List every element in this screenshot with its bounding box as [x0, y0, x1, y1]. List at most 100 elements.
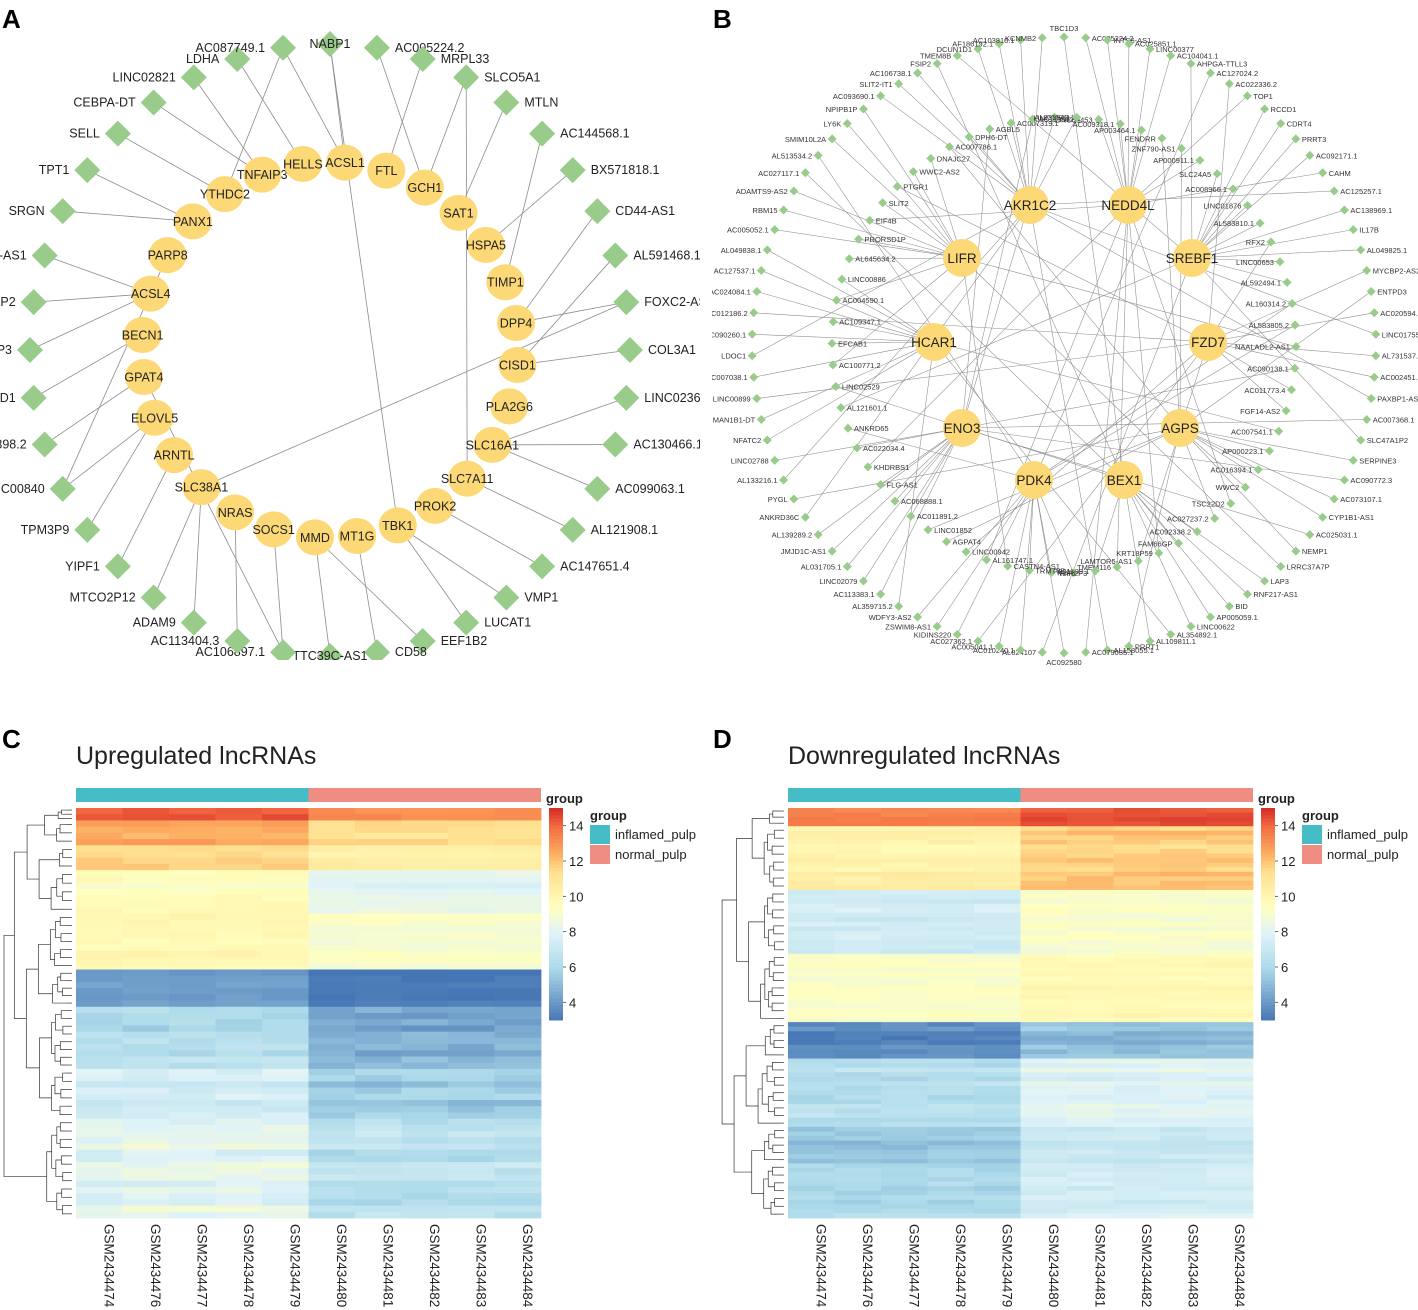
heatmap-cell — [834, 1186, 882, 1192]
heatmap-cell — [881, 976, 928, 982]
heatmap-cell — [881, 849, 928, 854]
heatmap-cell — [215, 1081, 263, 1088]
heatmap-cell — [122, 808, 170, 815]
heatmap-cell — [834, 1031, 882, 1037]
mrna-node-label: HELLS — [283, 157, 323, 171]
heatmap-cells — [76, 808, 542, 1219]
heatmap-cell — [262, 963, 309, 970]
heatmap-cell — [1206, 1085, 1254, 1091]
heatmap-cell — [1206, 1067, 1254, 1073]
lncrna-node-label: WDFY3-AS2 — [869, 613, 912, 622]
heatmap-cell — [881, 839, 928, 845]
network-edge — [880, 427, 963, 595]
heatmap-cell — [834, 880, 882, 886]
heatmap-cell — [1160, 990, 1207, 996]
color-scale-step — [549, 1005, 563, 1010]
heatmap-cell — [974, 1035, 1021, 1041]
heatmap-cell — [1020, 1076, 1068, 1082]
lncrna-node: EEF1B2 — [409, 628, 487, 655]
heatmap-cell — [1067, 985, 1114, 991]
color-scale-step — [549, 857, 563, 862]
heatmap-cell — [262, 851, 309, 859]
heatmap-cell — [788, 1108, 835, 1114]
lncrna-node-label: LINC00377 — [1156, 45, 1194, 54]
heatmap-cell — [262, 1081, 309, 1088]
heatmap-cell — [1020, 953, 1068, 959]
lncrna-node-diamond — [973, 636, 983, 646]
lncrna-node-diamond — [1205, 612, 1215, 622]
heatmap-cell — [169, 1099, 216, 1107]
heatmap-cell — [788, 931, 835, 936]
heatmap-cell — [262, 894, 309, 902]
heatmap-cell — [1160, 1158, 1207, 1164]
lncrna-node-diamond — [1024, 565, 1034, 575]
heatmap-cell — [974, 1108, 1021, 1114]
color-scale-step — [549, 981, 563, 986]
heatmap-cell — [1160, 1035, 1207, 1041]
heatmap-cell — [974, 1067, 1021, 1073]
lncrna-node-diamond — [926, 153, 936, 163]
network-edge — [1207, 341, 1375, 378]
lncrna-node: AL121601.1 — [836, 403, 887, 413]
network-edge — [869, 204, 1129, 221]
heatmap-cell — [881, 962, 928, 968]
heatmap-cell — [834, 1195, 882, 1201]
heatmap-cell — [788, 1054, 835, 1059]
heatmap-cell — [834, 839, 882, 845]
heatmap-cell — [122, 1068, 170, 1076]
lncrna-node-diamond — [20, 289, 47, 316]
heatmap-cell — [215, 1155, 263, 1163]
network-edge — [880, 95, 1031, 206]
heatmap-cell — [788, 935, 835, 941]
color-scale-step — [1261, 868, 1275, 873]
heatmap-cell — [76, 1155, 123, 1163]
heatmap-cell — [76, 1081, 123, 1088]
heatmap-cell — [788, 976, 835, 982]
heatmap-cell — [169, 944, 216, 952]
mrna-node-label: SOCS1 — [252, 523, 294, 537]
lncrna-node: LINC02788 — [731, 455, 780, 465]
heatmap-cell — [1113, 1017, 1161, 1023]
heatmap-cell — [122, 1099, 170, 1107]
heatmap-cell — [881, 1136, 928, 1141]
heatmap-cell — [169, 932, 216, 939]
hub-node-label: SREBF1 — [1166, 251, 1219, 266]
heatmap-cell — [1020, 1122, 1068, 1128]
dendrogram-branch — [763, 1178, 771, 1209]
color-scale-step — [549, 974, 563, 979]
mrna-node: BECN1 — [122, 316, 163, 353]
heatmap-cell — [788, 899, 835, 905]
lncrna-node: LINC00886 — [837, 274, 886, 284]
lncrna-node-diamond — [865, 215, 875, 225]
heatmap-cell — [927, 1031, 975, 1037]
heatmap-cell — [974, 958, 1021, 964]
heatmap-cell — [788, 1163, 835, 1169]
color-scale-step — [1261, 822, 1275, 827]
heatmap-cell — [881, 1158, 928, 1164]
heatmap-cell — [1160, 835, 1207, 841]
color-scale-step — [549, 988, 563, 993]
heatmap-cell — [1020, 1022, 1068, 1028]
heatmap-cell — [881, 981, 928, 987]
heatmap-cell — [494, 1143, 542, 1151]
heatmap-cell — [122, 950, 170, 958]
lncrna-node-label: SLCO5A1 — [484, 70, 540, 84]
heatmap-cell — [1067, 903, 1114, 909]
dendrogram-branch — [767, 1096, 775, 1113]
heatmap-cell — [974, 1131, 1021, 1137]
heatmap-cell — [788, 858, 835, 864]
heatmap-cell — [834, 1117, 882, 1123]
heatmap-cell — [494, 1205, 542, 1213]
heatmap-cell — [1113, 1008, 1161, 1014]
color-scale-step — [549, 931, 563, 936]
lncrna-node: LINC02453 — [1055, 115, 1104, 125]
lncrna-node-label: LDOC1 — [721, 352, 746, 361]
hub-node-label: LIFR — [947, 251, 977, 266]
heatmap-cell — [1206, 1158, 1254, 1164]
dendrogram-branch — [54, 953, 66, 966]
heatmap-cell — [1020, 826, 1068, 832]
heatmap-cell — [76, 851, 123, 859]
lncrna-node-diamond — [270, 34, 297, 61]
heatmap-cell — [1113, 826, 1161, 832]
lncrna-node-label: PAXBP1-AS1 — [1377, 394, 1418, 403]
